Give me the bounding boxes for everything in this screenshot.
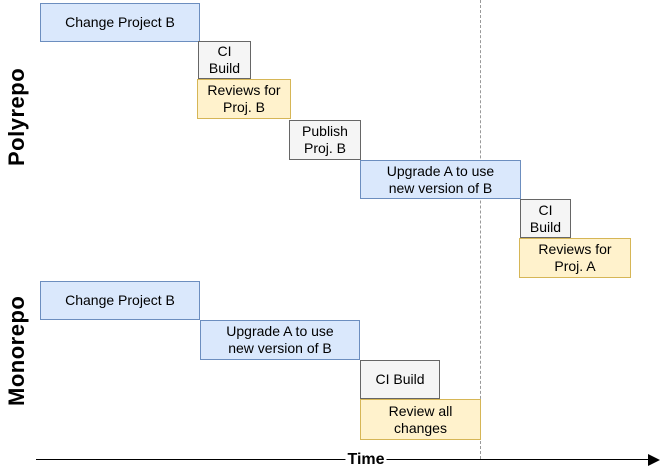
- time-axis-label: Time: [345, 451, 387, 469]
- task-box-monorepo-upgrade-a: Upgrade A to use new version of B: [200, 320, 360, 360]
- task-box-monorepo-change-project-b: Change Project B: [40, 281, 200, 320]
- task-box-label: Upgrade A to use new version of B: [386, 162, 495, 196]
- time-axis: Time: [36, 450, 660, 470]
- task-box-monorepo-review-all-changes: Review all changes: [360, 399, 481, 440]
- deadline-dashed-line: [480, 0, 481, 459]
- task-box-label: Reviews for Proj. A: [538, 241, 612, 274]
- task-box-polyrepo-ci-build-1: CI Build: [198, 41, 251, 79]
- time-axis-arrowhead-icon: [648, 454, 660, 466]
- section-label-polyrepo: Polyrepo: [4, 67, 29, 167]
- task-box-label: Review all changes: [388, 402, 453, 436]
- task-box-polyrepo-publish-proj-b: Publish Proj. B: [289, 120, 361, 160]
- task-box-polyrepo-change-project-b: Change Project B: [40, 3, 200, 42]
- task-box-label: Publish Proj. B: [302, 123, 348, 156]
- task-box-polyrepo-upgrade-a: Upgrade A to use new version of B: [360, 160, 521, 199]
- task-box-polyrepo-ci-build-2: CI Build: [520, 199, 571, 238]
- task-box-label: Reviews for Proj. B: [207, 82, 281, 115]
- task-box-label: Change Project B: [65, 292, 175, 308]
- task-box-label: CI Build: [529, 201, 562, 235]
- task-box-label: CI Build: [375, 371, 425, 387]
- task-box-polyrepo-reviews-for-proj-b: Reviews for Proj. B: [197, 79, 291, 119]
- section-label-monorepo: Monorepo: [4, 295, 29, 407]
- task-box-polyrepo-reviews-for-proj-a: Reviews for Proj. A: [519, 238, 631, 278]
- time-axis-line: [36, 459, 649, 460]
- task-box-label: Upgrade A to use new version of B: [226, 323, 334, 356]
- task-box-label: CI Build: [208, 43, 241, 76]
- task-box-monorepo-ci-build: CI Build: [360, 360, 440, 399]
- task-box-label: Change Project B: [65, 14, 175, 30]
